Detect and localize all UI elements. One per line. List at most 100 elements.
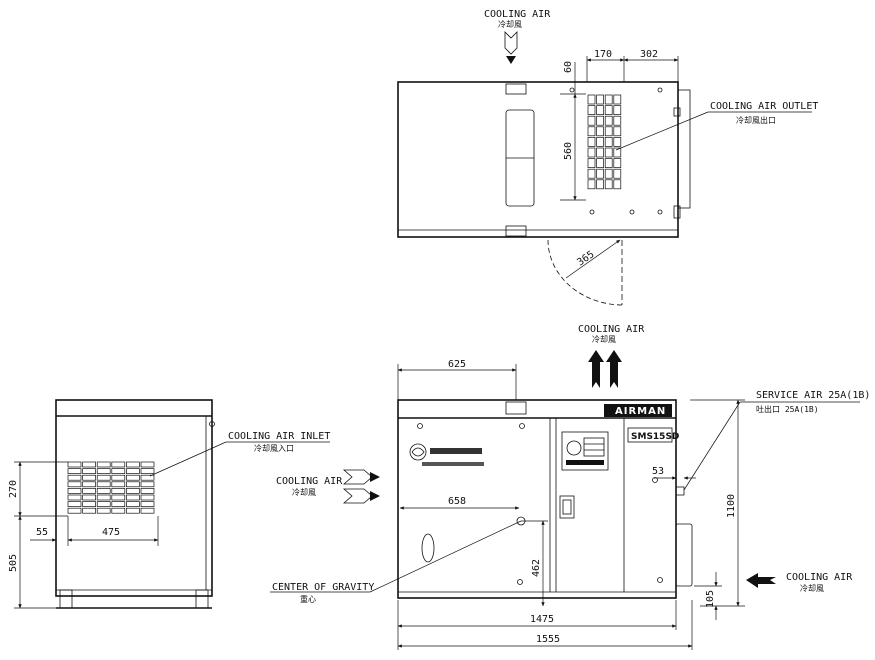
grille-cell: [111, 507, 126, 514]
dim-1475: 1475: [530, 614, 554, 625]
grille-cell: [613, 94, 622, 105]
dim-302: 302: [640, 49, 658, 60]
dim-1100: 1100: [726, 494, 737, 518]
brand-logo: AIRMAN: [615, 406, 666, 417]
grille-cell: [82, 474, 96, 481]
grille-cell: [613, 168, 622, 179]
top-view-handle-bottom: [505, 225, 527, 237]
top-view: COOLING AIR 冷却風 170 302: [397, 9, 818, 306]
grille-cell: [596, 137, 604, 147]
dim-1555: 1555: [536, 634, 560, 645]
grille-cell: [140, 474, 155, 481]
grille-cell: [67, 507, 82, 514]
dim-53: 53: [652, 466, 664, 477]
dim-475: 475: [102, 527, 120, 538]
dim-365: 365: [575, 249, 596, 268]
grille-cell: [67, 461, 82, 468]
grille-cell: [604, 105, 613, 115]
grille-cell: [126, 474, 140, 481]
grille-cell: [96, 461, 111, 468]
cooling-air-outlet-grille: [587, 94, 622, 190]
right-cooling-air-label: COOLING AIR: [786, 572, 853, 583]
grille-cell: [613, 137, 622, 147]
cooling-air-inlet-grille: [67, 461, 155, 514]
grille-cell: [82, 488, 96, 494]
door-swing-arc: [547, 239, 623, 306]
grille-cell: [67, 494, 82, 501]
grille-cell: [82, 494, 96, 501]
grille-cell: [82, 507, 96, 514]
intake-arrow-lower: [342, 488, 373, 504]
dim-170: 170: [594, 49, 612, 60]
grille-cell: [140, 488, 155, 494]
grille-cell: [613, 115, 622, 126]
grille-cell: [111, 501, 126, 507]
front-cooling-air-label: COOLING AIR: [578, 324, 645, 335]
dim-105: 105: [705, 590, 716, 608]
top-cooling-air-arrow: [504, 31, 518, 55]
dim-270: 270: [8, 480, 19, 498]
grille-cell: [587, 137, 596, 147]
grille-cell: [111, 481, 126, 488]
grille-cell: [140, 468, 155, 474]
grille-cell: [596, 147, 604, 158]
grille-cell: [126, 494, 140, 501]
front-view-body: [397, 399, 677, 599]
dim-625: 625: [448, 359, 466, 370]
service-air-jp-label: 吐出口 25A(1B): [756, 404, 819, 414]
dim-462: 462: [531, 559, 542, 577]
dim-60: 60: [563, 61, 574, 73]
grille-cell: [82, 468, 96, 474]
side-view: COOLING AIR INLET 冷却風入口 270 505 55 475: [8, 399, 330, 609]
center-of-gravity-jp-label: 重心: [300, 594, 316, 604]
grille-cell: [596, 179, 604, 190]
grille-cell: [96, 468, 111, 474]
grille-cell: [587, 105, 596, 115]
grille-cell: [604, 147, 613, 158]
model-label: SMS15SD: [631, 432, 679, 442]
dim-55: 55: [36, 527, 48, 538]
top-cooling-air-label: COOLING AIR: [484, 9, 551, 20]
door-handle: [559, 495, 575, 519]
aftercooler-housing: [675, 523, 693, 587]
grille-cell: [126, 488, 140, 494]
front-left-cooling-air-label: COOLING AIR: [276, 476, 343, 487]
cooling-air-inlet-jp-label: 冷却風入口: [254, 443, 294, 453]
grille-cell: [111, 474, 126, 481]
side-view-body: [55, 399, 213, 597]
top-view-body: [397, 81, 679, 238]
exhaust-arrow-right: [606, 350, 622, 388]
grille-cell: [604, 179, 613, 190]
grille-cell: [587, 115, 596, 126]
grille-cell: [587, 147, 596, 158]
grille-cell: [96, 507, 111, 514]
grille-cell: [126, 461, 140, 468]
cooling-air-outlet-label: COOLING AIR OUTLET: [710, 101, 818, 112]
grille-cell: [604, 158, 613, 168]
grille-cell: [596, 168, 604, 179]
grille-cell: [596, 126, 604, 137]
grille-cell: [96, 494, 111, 501]
right-cooling-air-jp-label: 冷却風: [800, 583, 824, 593]
exhaust-arrow-left: [588, 350, 604, 388]
model-plate: [627, 427, 673, 443]
grille-cell: [604, 137, 613, 147]
control-panel: [561, 431, 609, 471]
front-cooling-air-jp-label: 冷却風: [592, 334, 616, 344]
grille-cell: [613, 179, 622, 190]
grille-cell: [587, 158, 596, 168]
grille-cell: [604, 94, 613, 105]
grille-cell: [596, 105, 604, 115]
top-cooling-air-jp-label: 冷却風: [498, 19, 522, 29]
grille-cell: [596, 115, 604, 126]
grille-cell: [587, 179, 596, 190]
grille-cell: [613, 105, 622, 115]
grille-cell: [604, 126, 613, 137]
grille-cell: [96, 481, 111, 488]
grille-cell: [140, 461, 155, 468]
grille-cell: [126, 501, 140, 507]
center-of-gravity-label: CENTER OF GRAVITY: [272, 582, 374, 593]
service-air-label: SERVICE AIR 25A(1B): [756, 390, 870, 401]
grille-cell: [111, 494, 126, 501]
grille-cell: [140, 501, 155, 507]
